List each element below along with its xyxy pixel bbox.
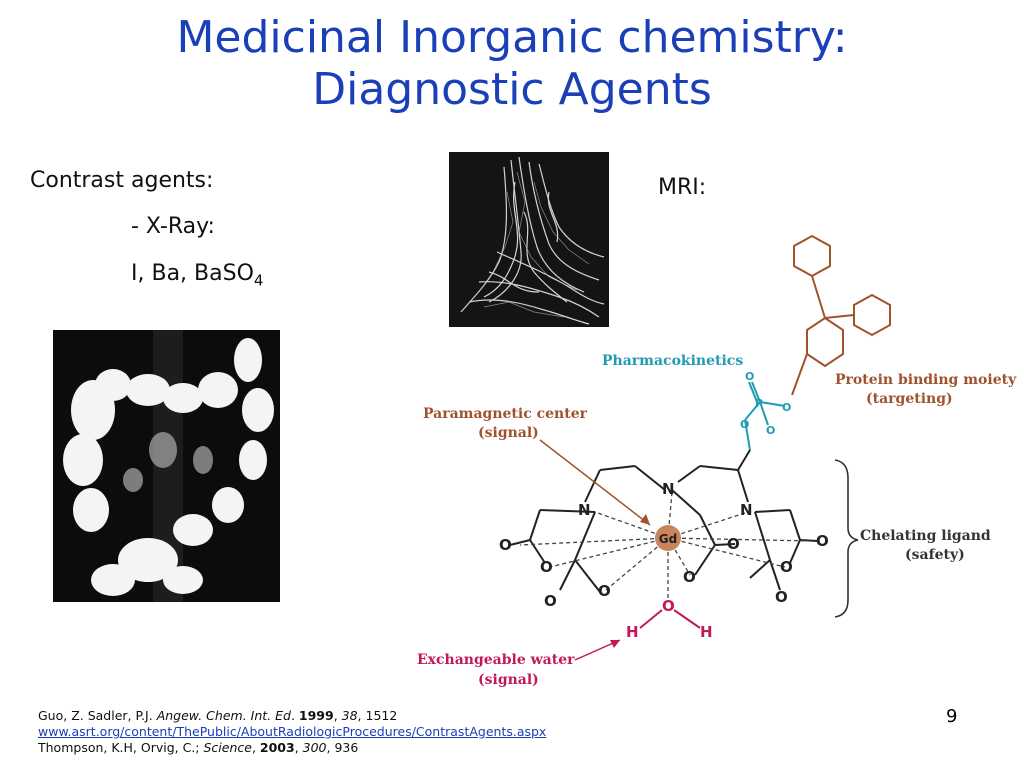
phosphate-oxygen-3: O [740,418,749,431]
references: Guo, Z. Sadler, P.J. Angew. Chem. Int. E… [38,708,546,756]
oxygen-6: O [683,568,696,586]
xray-label: - X-Ray: [131,214,215,239]
paramagnetic-label-2: (signal) [478,425,539,441]
oxygen-8: O [775,588,788,606]
phosphate-oxygen-1: O [745,370,754,383]
oxygen-4: O [598,582,611,600]
oxygen-3: O [544,592,557,610]
nitrogen-right: N [740,501,753,519]
oxygen-9: O [816,532,829,550]
ref1-authors: Guo, Z. Sadler, P.J. [38,708,157,723]
protein-binding-label-1: Protein binding moiety [835,372,1017,388]
xray-agents-text: I, Ba, BaSO [131,261,254,286]
barium-colon-image [53,330,280,602]
page-number: 9 [946,706,958,727]
ref3-volume: 300 [302,740,327,755]
ref1-pages: 1512 [365,708,398,723]
water-oxygen: O [662,597,675,615]
chelating-label-1: Chelating ligand [860,528,991,544]
ref3-journal: Science [203,740,252,755]
annotation-arrows [539,439,651,661]
reference-3: Thompson, K.H, Orvig, C.; Science, 2003,… [38,740,359,755]
pharmacokinetics-label: Pharmacokinetics [602,353,743,369]
nitrogen-center: N [662,480,675,498]
ref3-authors: Thompson, K.H, Orvig, C.; [38,740,204,755]
oxygen-7: O [780,558,793,576]
title-line-1: Medicinal Inorganic chemistry: [176,12,848,63]
nitrogen-left: N [578,501,591,519]
phosphorus-atom: P [755,397,763,410]
protein-binding-structure [791,234,891,396]
phosphate-oxygen-2: O [782,401,791,414]
gd-center [655,525,681,551]
chelating-bracket [834,459,859,618]
water-hydrogen-1: H [626,623,639,641]
exchangeable-label-2: (signal) [478,672,539,688]
ref3-pages: 936 [334,740,359,755]
reference-1: Guo, Z. Sadler, P.J. Angew. Chem. Int. E… [38,708,398,723]
reference-url-link[interactable]: www.asrt.org/content/ThePublic/AboutRadi… [38,724,547,739]
phosphate-oxygen-4: O [766,424,775,437]
ref1-year: 1999 [298,708,334,723]
exchangeable-label-1: Exchangeable water [417,652,575,668]
ref3-year: 2003 [259,740,295,755]
phosphate-group [744,381,786,451]
chelating-label-2: (safety) [905,547,965,563]
oxygen-5: O [727,535,740,553]
slide-title: Medicinal Inorganic chemistry: Diagnosti… [0,12,1024,116]
ref1-journal: Angew. Chem. Int. Ed [156,708,291,723]
oxygen-2: O [540,558,553,576]
foot-angiogram-image [449,152,609,327]
title-line-2: Diagnostic Agents [312,64,712,115]
protein-binding-label-2: (targeting) [866,391,953,407]
gd-label: Gd [659,532,677,546]
xray-agents-subscript: 4 [253,271,264,290]
reference-2: www.asrt.org/content/ThePublic/AboutRadi… [38,724,546,740]
gd-contrast-agent-diagram: O P O O O [417,234,1017,688]
paramagnetic-label-1: Paramagnetic center [423,406,588,422]
contrast-agents-label: Contrast agents: [30,168,214,193]
xray-agents: I, Ba, BaSO4 [131,261,263,289]
water-hydrogen-2: H [700,623,713,641]
ref1-volume: 38 [341,708,358,723]
oxygen-1: O [499,536,512,554]
chelating-ligand-structure [509,449,819,593]
mri-label: MRI: [658,175,707,200]
